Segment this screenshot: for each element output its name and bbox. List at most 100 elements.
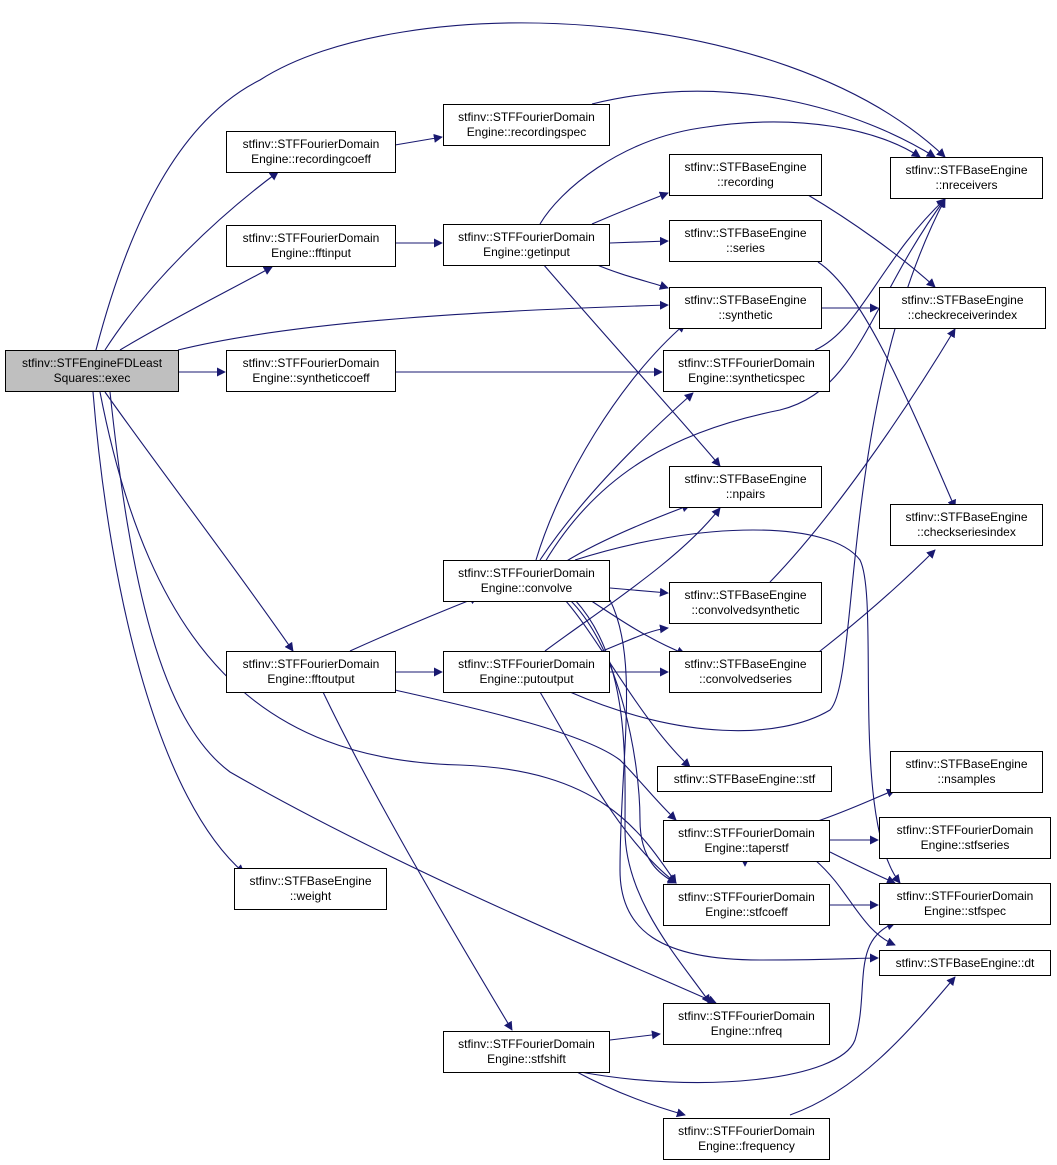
edge-stfshift-frequency	[574, 1070, 686, 1118]
edge-getinput-nreceivers	[539, 121, 921, 225]
node-fftinput-line2: Engine::fftinput	[271, 246, 351, 260]
node-checkreceiverindex[interactable]: stfinv::STFBaseEngine ::checkreceiverind…	[879, 287, 1046, 329]
node-getinput-line1: stfinv::STFFourierDomain	[458, 230, 595, 244]
node-stfseries-line1: stfinv::STFFourierDomain	[896, 823, 1034, 837]
node-stfshift-line1: stfinv::STFFourierDomain	[458, 1037, 595, 1051]
edge-getinput-npairs	[542, 263, 721, 467]
node-checkreceiverindex-line1: stfinv::STFBaseEngine	[901, 293, 1024, 307]
node-convolvedsynthetic[interactable]: stfinv::STFBaseEngine ::convolvedsynthet…	[669, 582, 822, 624]
node-checkreceiverindex-line2: ::checkreceiverindex	[907, 308, 1018, 322]
node-stfcoeff-line2: Engine::stfcoeff	[705, 905, 788, 919]
node-recordingspec[interactable]: stfinv::STFFourierDomain Engine::recordi…	[443, 104, 610, 146]
node-stf-line1: stfinv::STFBaseEngine::stf	[673, 771, 816, 786]
node-synthetic-line2: ::synthetic	[718, 308, 773, 322]
node-checkseriesindex-line1: stfinv::STFBaseEngine	[905, 510, 1028, 524]
node-synthetic[interactable]: stfinv::STFBaseEngine ::synthetic	[669, 287, 822, 329]
node-fftoutput[interactable]: stfinv::STFFourierDomain Engine::fftoutp…	[226, 651, 396, 693]
edge-getinput-recording	[591, 191, 669, 225]
node-stfspec[interactable]: stfinv::STFFourierDomain Engine::stfspec	[879, 883, 1051, 925]
edge-frequency-dt	[789, 976, 956, 1116]
node-stfspec-line1: stfinv::STFFourierDomain	[896, 889, 1034, 903]
node-synthetic-line1: stfinv::STFBaseEngine	[684, 293, 807, 307]
node-nreceivers[interactable]: stfinv::STFBaseEngine ::nreceivers	[890, 157, 1043, 199]
edge-putoutput-convolvedsynthetic	[599, 624, 669, 653]
edge-convolve-stf	[564, 599, 691, 768]
node-fftoutput-line2: Engine::fftoutput	[267, 672, 355, 686]
node-series-line1: stfinv::STFBaseEngine	[684, 226, 807, 240]
node-fftinput[interactable]: stfinv::STFFourierDomain Engine::fftinpu…	[226, 225, 396, 267]
node-syntheticspec[interactable]: stfinv::STFFourierDomain Engine::synthet…	[663, 350, 830, 392]
node-recordingcoeff-line2: Engine::recordingcoeff	[251, 152, 371, 166]
node-stfseries-line2: Engine::stfseries	[920, 838, 1010, 852]
node-putoutput-line1: stfinv::STFFourierDomain	[458, 657, 595, 671]
node-getinput[interactable]: stfinv::STFFourierDomain Engine::getinpu…	[443, 224, 610, 266]
node-checkseriesindex[interactable]: stfinv::STFBaseEngine ::checkseriesindex	[890, 504, 1043, 546]
edge-convolve-syntheticspec	[539, 392, 694, 561]
node-nsamples[interactable]: stfinv::STFBaseEngine ::nsamples	[890, 751, 1043, 793]
edge-taperstf-nsamples	[814, 788, 896, 823]
edge-fftoutput-stfshift	[322, 691, 513, 1031]
node-convolve-line1: stfinv::STFFourierDomain	[458, 566, 595, 580]
node-putoutput[interactable]: stfinv::STFFourierDomain Engine::putoutp…	[443, 651, 610, 693]
node-recordingcoeff[interactable]: stfinv::STFFourierDomain Engine::recordi…	[226, 131, 396, 173]
node-recording-line1: stfinv::STFBaseEngine	[684, 160, 807, 174]
edge-convolve-synthetic	[535, 323, 686, 561]
edge-recording-checkreceiverindex	[807, 194, 936, 288]
node-nreceivers-line2: ::nreceivers	[935, 178, 998, 192]
node-convolvedseries[interactable]: stfinv::STFBaseEngine ::convolvedseries	[669, 651, 822, 693]
edge-getinput-synthetic	[594, 263, 669, 290]
node-stf[interactable]: stfinv::STFBaseEngine::stf	[657, 766, 832, 792]
edge-exec-fftoutput	[104, 391, 294, 652]
node-convolve-line2: Engine::convolve	[480, 581, 573, 595]
node-recording[interactable]: stfinv::STFBaseEngine ::recording	[669, 154, 822, 196]
edge-recordingcoeff-recordingspec	[394, 133, 443, 146]
edge-syntheticspec-nreceivers	[814, 198, 946, 351]
edge-putoutput-nreceivers	[569, 198, 946, 732]
node-stfspec-line2: Engine::stfspec	[923, 904, 1007, 918]
edge-exec-fftinput	[119, 266, 273, 351]
node-exec-line1: stfinv::STFEngineFDLeast	[21, 356, 163, 370]
node-stfcoeff[interactable]: stfinv::STFFourierDomain Engine::stfcoef…	[663, 884, 830, 926]
node-weight[interactable]: stfinv::STFBaseEngine ::weight	[234, 868, 387, 910]
node-checkseriesindex-line2: ::checkseriesindex	[917, 525, 1016, 539]
edge-convolve-convolvedsynthetic	[609, 587, 669, 597]
edge-exec-stfcoeff	[99, 391, 677, 884]
edge-series-checkseriesindex	[817, 261, 956, 509]
edge-fftoutput-convolve	[349, 595, 479, 652]
node-recordingcoeff-line1: stfinv::STFFourierDomain	[242, 137, 380, 151]
node-convolvedsynthetic-line1: stfinv::STFBaseEngine	[684, 588, 807, 602]
node-recordingspec-line1: stfinv::STFFourierDomain	[458, 110, 595, 124]
node-syntheticcoeff[interactable]: stfinv::STFFourierDomain Engine::synthet…	[226, 350, 396, 392]
node-dt[interactable]: stfinv::STFBaseEngine::dt	[879, 950, 1051, 976]
edge-getinput-series	[609, 236, 669, 246]
edge-convolve-stfcoeff	[569, 599, 677, 884]
node-stfshift-line2: Engine::stfshift	[487, 1052, 566, 1066]
edge-exec-recordingcoeff	[104, 171, 279, 351]
node-fftinput-line1: stfinv::STFFourierDomain	[242, 231, 380, 245]
node-taperstf[interactable]: stfinv::STFFourierDomain Engine::taperst…	[663, 820, 830, 862]
node-stfshift[interactable]: stfinv::STFFourierDomain Engine::stfshif…	[443, 1031, 610, 1073]
node-nfreq[interactable]: stfinv::STFFourierDomain Engine::nfreq	[663, 1003, 830, 1045]
node-frequency-line1: stfinv::STFFourierDomain	[678, 1124, 815, 1138]
node-stfseries[interactable]: stfinv::STFFourierDomain Engine::stfseri…	[879, 817, 1051, 859]
node-exec: stfinv::STFEngineFDLeast Squares::exec	[5, 350, 179, 392]
node-exec-line2: Squares::exec	[53, 371, 131, 385]
edge-putoutput-npairs	[544, 507, 721, 652]
node-npairs-line2: ::npairs	[725, 487, 766, 501]
edge-taperstf-stfspec	[829, 851, 896, 884]
node-convolve[interactable]: stfinv::STFFourierDomain Engine::convolv…	[443, 560, 610, 602]
node-frequency[interactable]: stfinv::STFFourierDomain Engine::frequen…	[663, 1118, 830, 1160]
node-recording-line2: ::recording	[717, 175, 774, 189]
node-npairs-line1: stfinv::STFBaseEngine	[684, 472, 807, 486]
node-weight-line2: ::weight	[289, 889, 332, 903]
node-syntheticspec-line1: stfinv::STFFourierDomain	[678, 356, 815, 370]
edge-fftoutput-taperstf	[394, 689, 677, 821]
edge-convolvedsynthetic-checkreceiverindex	[769, 328, 956, 583]
node-dt-line1: stfinv::STFBaseEngine::dt	[895, 955, 1035, 970]
edge-convolvedseries-checkseriesindex	[814, 549, 936, 656]
node-npairs[interactable]: stfinv::STFBaseEngine ::npairs	[669, 466, 822, 508]
node-putoutput-line2: Engine::putoutput	[479, 672, 574, 686]
node-taperstf-line2: Engine::taperstf	[704, 841, 789, 855]
node-series[interactable]: stfinv::STFBaseEngine ::series	[669, 220, 822, 262]
node-fftoutput-line1: stfinv::STFFourierDomain	[242, 657, 380, 671]
